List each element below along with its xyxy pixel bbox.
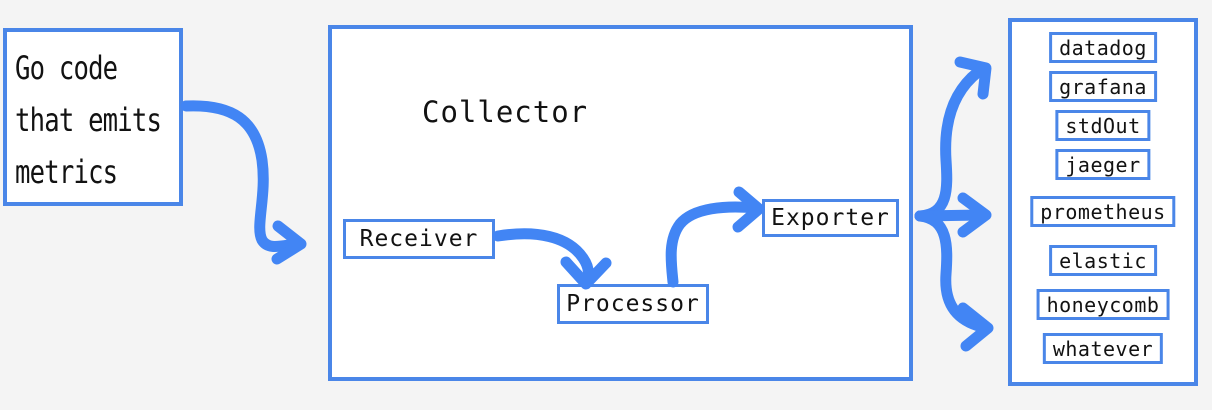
source-line-3: metrics — [15, 153, 118, 191]
destination-item-stdout: stdOut — [1055, 110, 1151, 141]
destination-label: grafana — [1059, 74, 1147, 99]
collector-title: Collector — [422, 95, 589, 129]
destination-item-whatever: whatever — [1042, 333, 1164, 364]
destination-label: datadog — [1059, 35, 1147, 60]
destinations-box: datadog grafana stdOut jaeger prometheus… — [1008, 18, 1198, 386]
arrow-source-to-receiver — [180, 100, 307, 265]
go-code-source-box: Go code that emits metrics — [3, 28, 183, 206]
source-line-2: that emits — [15, 101, 162, 139]
receiver-box: Receiver — [343, 219, 495, 259]
destination-item-jaeger: jaeger — [1055, 149, 1151, 180]
destination-label: jaeger — [1065, 152, 1141, 177]
exporter-box: Exporter — [762, 199, 899, 237]
destination-item-elastic: elastic — [1049, 245, 1157, 276]
arrow-exporter-to-destinations-up — [914, 56, 992, 222]
destination-label: honeycomb — [1046, 292, 1160, 317]
processor-label: Processor — [566, 291, 700, 317]
processor-box: Processor — [557, 284, 709, 324]
destination-label: prometheus — [1040, 199, 1166, 224]
receiver-label: Receiver — [359, 226, 479, 252]
source-line-1: Go code — [15, 49, 118, 87]
destination-item-grafana: grafana — [1049, 71, 1157, 102]
destination-item-prometheus: prometheus — [1030, 196, 1176, 227]
destination-item-honeycomb: honeycomb — [1036, 289, 1170, 320]
destination-label: whatever — [1052, 336, 1154, 361]
destination-label: elastic — [1059, 248, 1147, 273]
arrow-exporter-to-destinations-down — [914, 210, 994, 352]
destination-item-datadog: datadog — [1049, 32, 1157, 63]
destination-label: stdOut — [1065, 113, 1141, 138]
exporter-label: Exporter — [771, 205, 890, 231]
arrow-exporter-to-destinations-mid — [914, 192, 992, 238]
